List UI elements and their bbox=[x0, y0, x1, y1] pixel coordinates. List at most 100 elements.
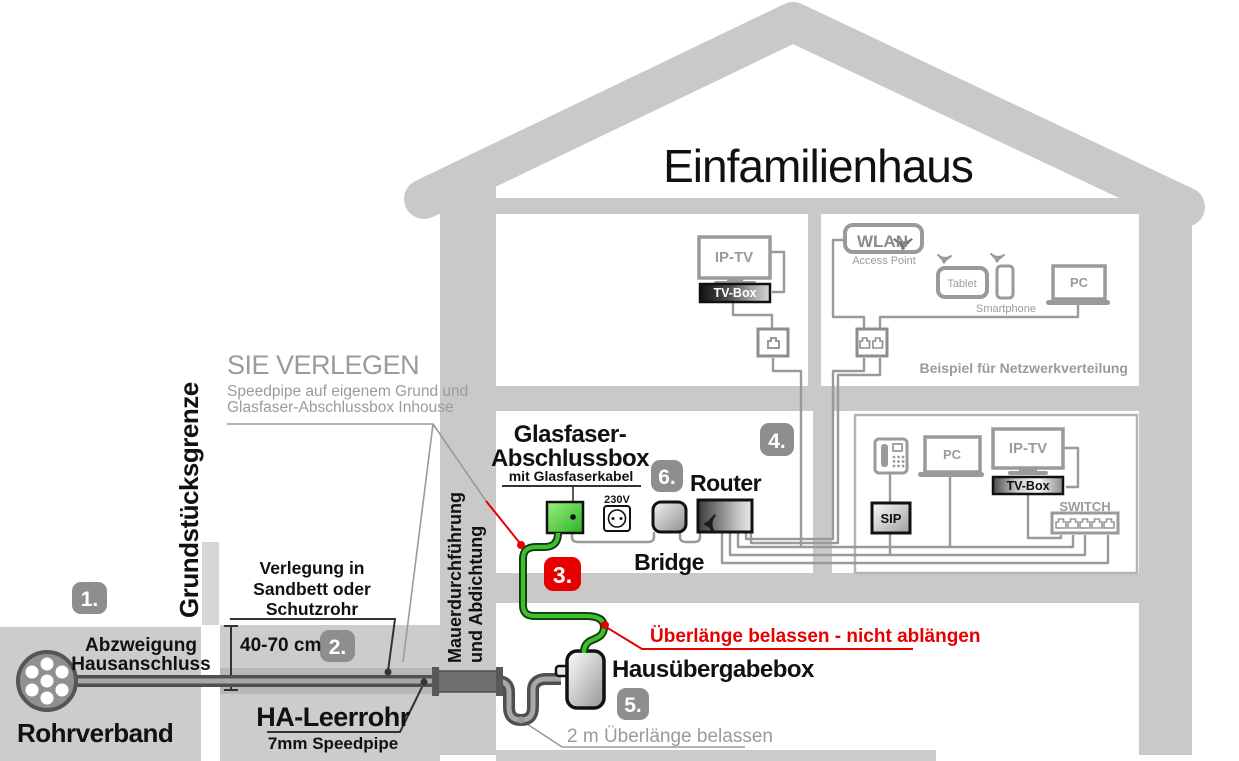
iptv-stand-neck-lower bbox=[1019, 468, 1037, 472]
badge-2 bbox=[320, 630, 355, 662]
badge-1-label: 1. bbox=[81, 588, 99, 611]
iptv-monitor-upper bbox=[697, 235, 772, 280]
pc-laptop-lower bbox=[923, 435, 982, 474]
hausuebergabebox-device bbox=[565, 649, 606, 710]
wall-duct-line1: Mauerdurchführung bbox=[445, 492, 465, 663]
sip-box bbox=[870, 501, 912, 535]
dot-slack-loop bbox=[517, 716, 525, 724]
grundstuecksgrenze-label: Grundstücksgrenze bbox=[174, 382, 204, 618]
badge-5 bbox=[617, 688, 649, 720]
verlegung-line3: Schutzrohr bbox=[266, 599, 359, 619]
wire-pc-socket-upper bbox=[878, 300, 1080, 329]
wire-ap-socket bbox=[831, 238, 866, 329]
wifi-icon-router bbox=[704, 514, 717, 534]
pointer-dots bbox=[384, 541, 609, 724]
switch-device bbox=[1050, 511, 1120, 535]
power-pin-left bbox=[611, 517, 615, 520]
pc-laptop-base-upper bbox=[1046, 300, 1110, 305]
badge-5-label: 5. bbox=[624, 694, 642, 717]
smartphone-label: Smartphone bbox=[976, 303, 1036, 315]
fiberbox-line1: Glasfaser- bbox=[514, 421, 627, 448]
wire-socket-right-down-1 bbox=[831, 358, 866, 412]
upper-room-divider bbox=[808, 214, 821, 386]
pipe-bundle-icon bbox=[16, 650, 78, 712]
wire-socket-left-down bbox=[771, 358, 803, 548]
abzweigung-line2: Hausanschluss bbox=[71, 654, 210, 675]
wall-duct-collar bbox=[435, 670, 501, 693]
power-label: 230V bbox=[604, 494, 630, 506]
wire-router-upstairs-2 bbox=[749, 412, 840, 545]
basement bbox=[554, 649, 606, 710]
depth-label: 40-70 cm bbox=[240, 635, 321, 656]
fiber-connect-dot bbox=[570, 514, 576, 520]
floor-slab bbox=[496, 573, 1139, 603]
hausuebergabebox-label: Hausübergabebox bbox=[612, 656, 815, 683]
power-socket-face bbox=[607, 509, 627, 528]
fiberbox-sub: mit Glasfaserkabel bbox=[509, 468, 634, 484]
slack-note-pointer bbox=[523, 721, 745, 748]
page-title: Einfamilienhaus bbox=[663, 140, 973, 192]
tvbox-lower bbox=[991, 475, 1065, 496]
router-label: Router bbox=[690, 470, 762, 496]
tvbox-label-lower: TV-Box bbox=[1006, 479, 1049, 493]
wifi-icon-smartphone bbox=[989, 252, 1006, 263]
pc-laptop-upper bbox=[1051, 264, 1107, 301]
pc-label-upper: PC bbox=[1070, 275, 1089, 290]
red-pointer-lower bbox=[605, 626, 913, 650]
fiber-cable-core bbox=[520, 532, 607, 653]
badge-1 bbox=[72, 582, 107, 614]
fiber-cable bbox=[519, 532, 609, 653]
roof bbox=[404, 2, 1205, 227]
verlegung-line1: Verlegung in bbox=[259, 558, 364, 578]
tablet-label: Tablet bbox=[947, 278, 976, 290]
ha-leerrohr-label: HA-Leerrohr bbox=[256, 702, 411, 732]
abzweigung-line1: Abzweigung bbox=[85, 635, 197, 656]
wire-tvbox-switch bbox=[1026, 494, 1063, 540]
upper-floor bbox=[697, 223, 1110, 358]
tvbox-upper bbox=[698, 282, 772, 304]
sie-verlegen-line2: Glasfaser-Abschlussbox Inhouse bbox=[227, 399, 454, 416]
wire-fiberbox-bridge bbox=[570, 532, 656, 544]
dot-red-lower bbox=[601, 621, 609, 629]
verlegung-pointer bbox=[230, 618, 397, 672]
fiberbox-line2: Abschlussbox bbox=[491, 445, 650, 472]
dot-red-upper bbox=[517, 541, 525, 549]
iptv-stand-base-lower bbox=[1008, 471, 1048, 475]
sie-verlegen-title: SIE VERLEGEN bbox=[227, 350, 419, 380]
wall-duct-line2: und Abdichtung bbox=[466, 526, 486, 663]
rohrverband-label: Rohrverband bbox=[17, 718, 173, 748]
bridge-device bbox=[651, 500, 688, 534]
pc-laptop-base-lower bbox=[918, 472, 984, 477]
wire-socket-right-down-2 bbox=[836, 358, 882, 412]
fiber-termination-box bbox=[545, 500, 585, 535]
ceiling-bar bbox=[496, 198, 1139, 214]
basement-bottom-strip bbox=[496, 750, 936, 761]
wire-tvbox-socket-upper bbox=[731, 301, 774, 329]
badge-4 bbox=[760, 423, 794, 456]
router-device bbox=[696, 498, 754, 534]
slack-note-label: 2 m Überlänge belassen bbox=[567, 726, 773, 747]
rj45-dual-icon bbox=[859, 337, 884, 349]
verlegung-line2: Sandbett oder bbox=[253, 579, 371, 599]
wifi-icon-tablet bbox=[936, 253, 953, 264]
dot-leerrohr bbox=[420, 678, 428, 686]
rj45-icon bbox=[767, 337, 780, 349]
network-note: Beispiel für Netzwerkverteilung bbox=[919, 360, 1128, 376]
sip-label: SIP bbox=[881, 511, 902, 526]
badge-3 bbox=[544, 557, 581, 591]
ha-leerrohr-pointer bbox=[267, 682, 425, 733]
network-wires bbox=[570, 238, 1110, 565]
house-structure bbox=[404, 2, 1205, 761]
access-point-label: Access Point bbox=[852, 255, 916, 267]
wlan-label: WLAN bbox=[857, 232, 908, 251]
wire-router-upstairs-1 bbox=[744, 412, 835, 541]
wire-iptv-tvbox-lower bbox=[1063, 446, 1080, 489]
network-socket-single bbox=[756, 327, 790, 358]
property-boundary-strip bbox=[202, 542, 219, 625]
iptv-label-lower: IP-TV bbox=[1009, 440, 1047, 457]
ground-floor bbox=[545, 427, 1120, 535]
diagram-texts: Einfamilienhaus SIE VERLEGEN Speedpipe a… bbox=[17, 140, 1128, 753]
tablet bbox=[936, 266, 989, 299]
badge-6-label: 6. bbox=[658, 466, 676, 489]
